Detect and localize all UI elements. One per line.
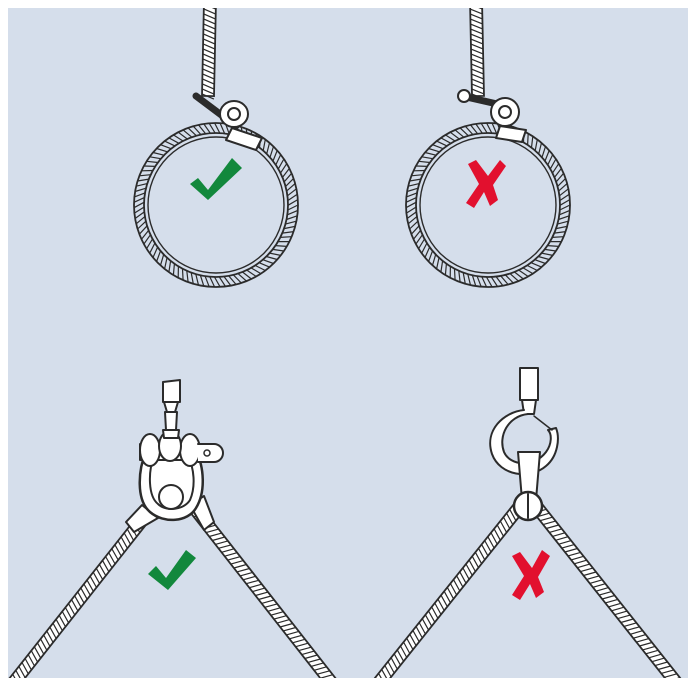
background-panel xyxy=(8,8,688,678)
rope-loop-top-right xyxy=(405,122,571,288)
shackle xyxy=(138,430,224,521)
cross-icon xyxy=(512,550,550,600)
cross-icon xyxy=(466,160,506,208)
sling-eye-incorrect-figure xyxy=(405,8,571,288)
eye-fitting-top-right xyxy=(457,89,527,143)
eye-fitting-top-left xyxy=(192,92,263,151)
rope-lead-top-right xyxy=(469,8,485,100)
swivel-fitting xyxy=(162,379,181,439)
rope-lead-top-left xyxy=(201,8,217,100)
shackle-bridle-correct-figure xyxy=(8,379,337,678)
check-icon xyxy=(148,550,196,590)
hook-bridle-incorrect-figure xyxy=(373,367,682,678)
hook xyxy=(489,367,559,522)
check-icon xyxy=(190,158,242,200)
sling-eye-correct-figure xyxy=(133,8,299,288)
rope-loop-top-left xyxy=(133,122,299,288)
